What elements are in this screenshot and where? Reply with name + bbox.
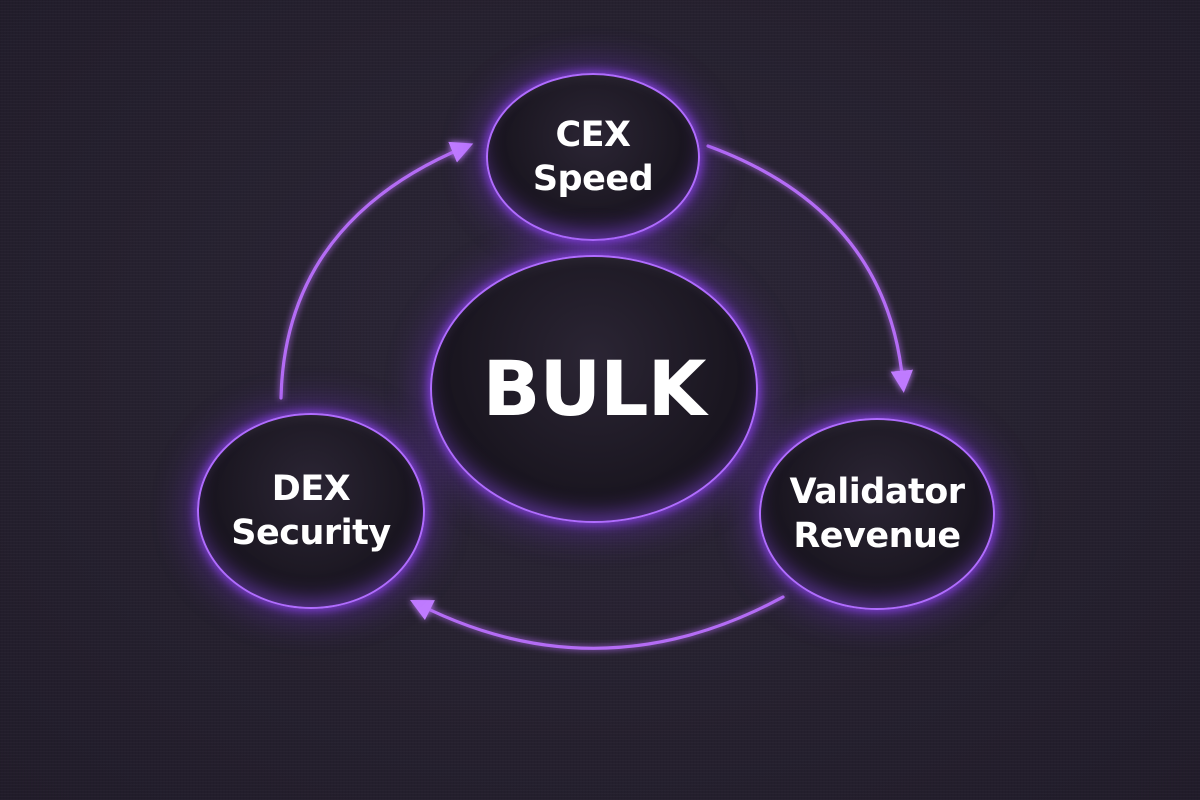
node-label-line: Speed bbox=[532, 159, 654, 199]
node-label-line: Revenue bbox=[793, 516, 961, 556]
arrow-left-to-top bbox=[279, 141, 474, 400]
node-bulk-center: BULK bbox=[430, 255, 758, 523]
center-label: BULK bbox=[482, 344, 707, 433]
node-cex-speed: CEX Speed bbox=[486, 73, 700, 241]
node-label-line: Security bbox=[231, 513, 391, 553]
node-label-line: Validator bbox=[789, 472, 966, 512]
node-validator-revenue: Validator Revenue bbox=[759, 418, 995, 610]
arrow-right-to-left bbox=[410, 595, 785, 650]
node-label-line: CEX bbox=[555, 115, 631, 155]
arrow-top-to-right bbox=[706, 144, 913, 393]
node-dex-security: DEX Security bbox=[197, 413, 425, 609]
node-label-line: DEX bbox=[271, 469, 351, 509]
